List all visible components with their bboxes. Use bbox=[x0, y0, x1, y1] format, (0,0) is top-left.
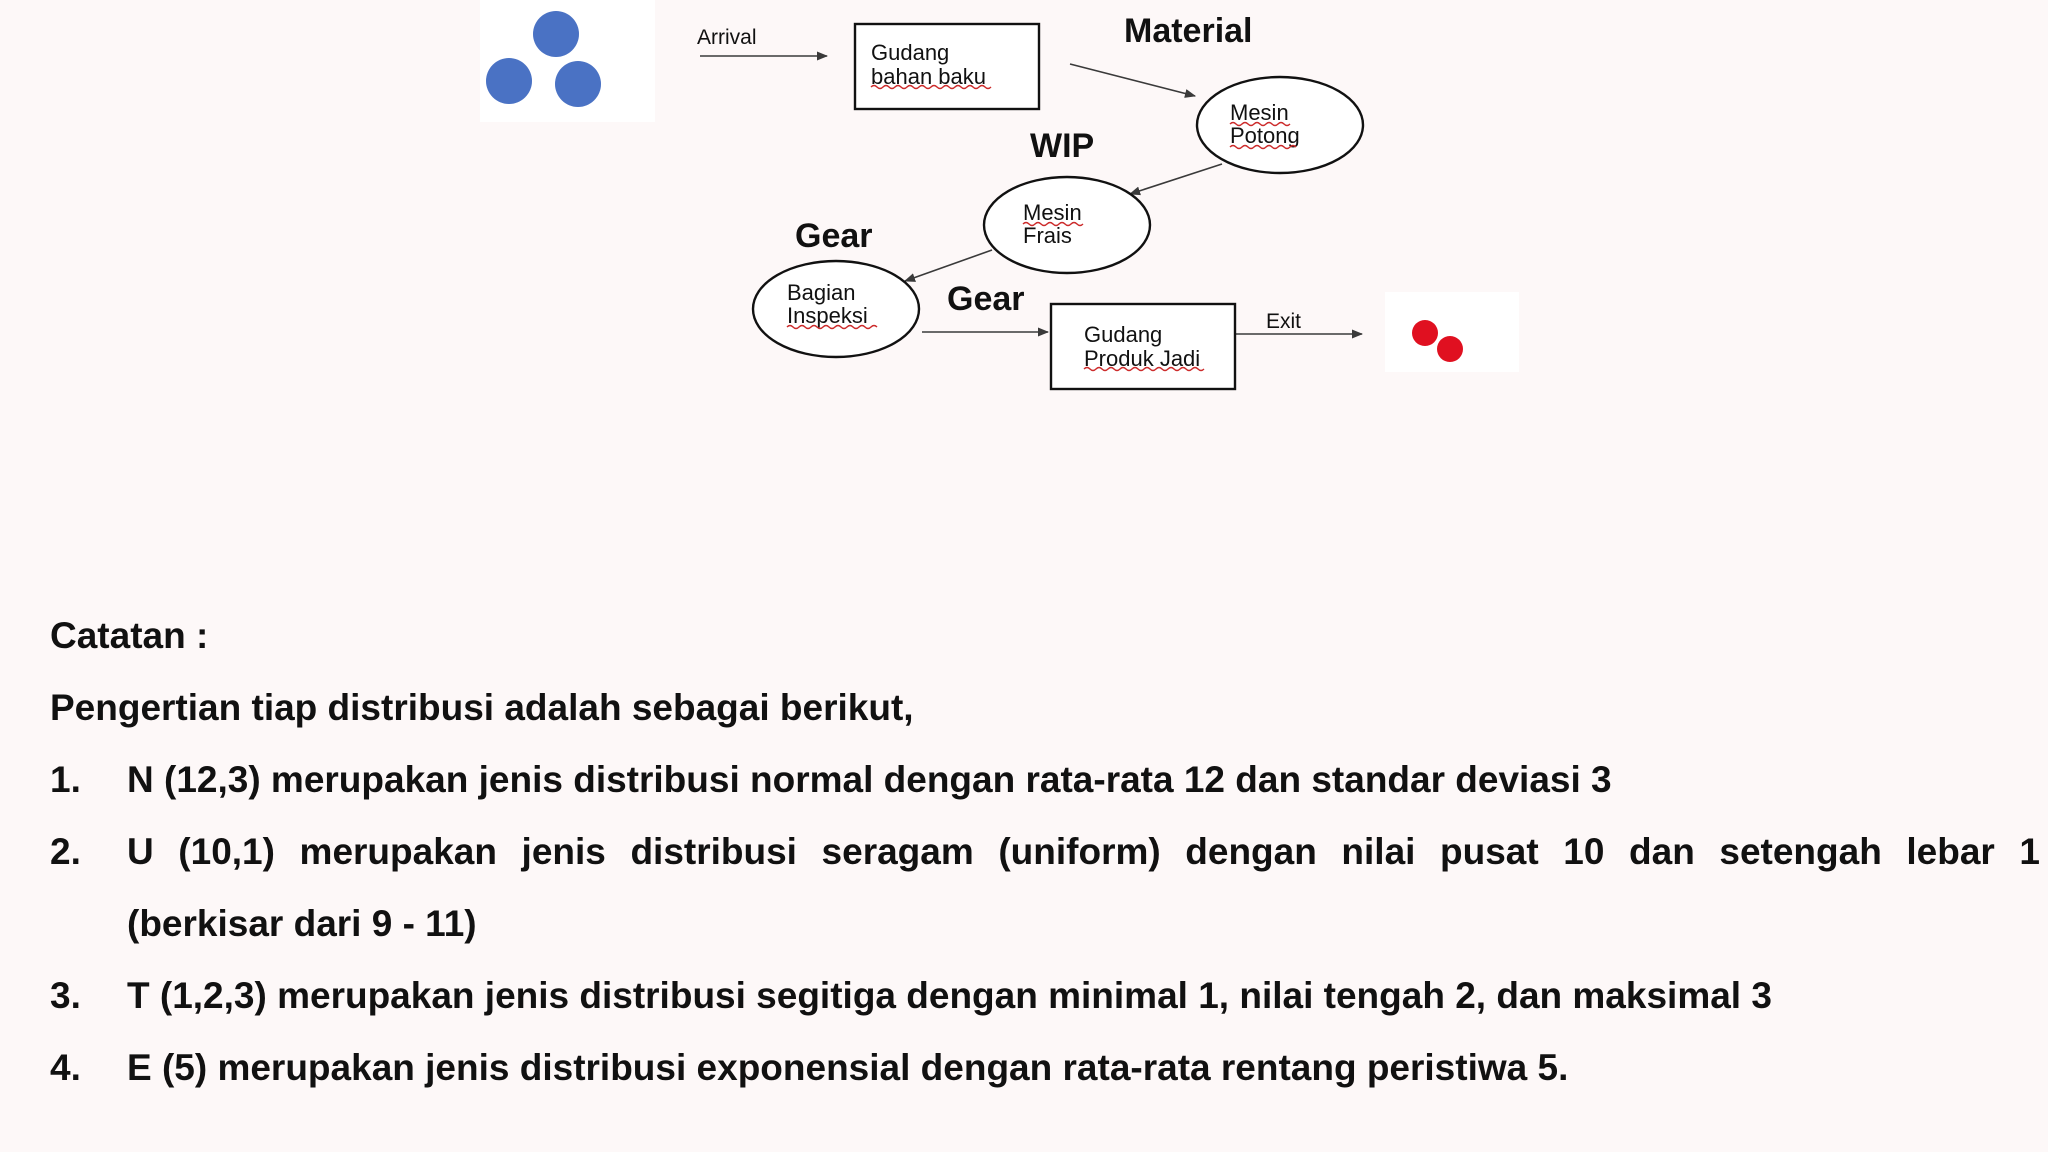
node-label-line: Potong bbox=[1230, 123, 1300, 148]
list-item: 1. N (12,3) merupakan jenis distribusi n… bbox=[50, 744, 2040, 816]
edge-frais-to-inspeksi bbox=[903, 249, 993, 282]
list-item-number: 1. bbox=[50, 759, 81, 800]
node-label-line: Gudang bbox=[871, 40, 949, 65]
exit-entities bbox=[1385, 292, 1519, 372]
list-item-number: 2. bbox=[50, 831, 81, 872]
node-mesin-potong: Mesin Potong bbox=[1195, 75, 1365, 175]
node-label-line: Gudang bbox=[1084, 322, 1162, 347]
node-label-line: Mesin bbox=[1230, 100, 1289, 125]
notes-section: Catatan : Pengertian tiap distribusi ada… bbox=[50, 600, 2040, 1104]
list-item-text: E (5) merupakan jenis distribusi exponen… bbox=[127, 1047, 1569, 1088]
node-label-line: Mesin bbox=[1023, 200, 1082, 225]
list-item: 2. U (10,1) merupakan jenis distribusi s… bbox=[50, 816, 2040, 888]
exit-entity-dot bbox=[1412, 320, 1438, 346]
node-label-line: Inspeksi bbox=[787, 303, 868, 328]
edge-label-exit: Exit bbox=[1266, 310, 1301, 333]
node-gudang-bahan-baku: Gudang bahan baku bbox=[853, 22, 1041, 111]
node-mesin-frais: Mesin Frais bbox=[982, 175, 1152, 275]
list-item-number: 4. bbox=[50, 1047, 81, 1088]
list-item-number: 3. bbox=[50, 975, 81, 1016]
flow-tag-wip: WIP bbox=[1030, 127, 1094, 165]
flow-diagram: Gudang bahan baku Mesin Potong Mesin Fra… bbox=[480, 0, 1519, 391]
arrival-entity-dot bbox=[555, 61, 601, 107]
node-label-line: Bagian bbox=[787, 280, 856, 305]
notes-intro: Pengertian tiap distribusi adalah sebaga… bbox=[50, 687, 914, 728]
list-item-text: U (10,1) merupakan jenis distribusi sera… bbox=[127, 831, 2040, 872]
edge-label-arrival: Arrival bbox=[697, 26, 757, 49]
node-bagian-inspeksi: Bagian Inspeksi bbox=[751, 259, 921, 359]
edge-gudang-to-potong bbox=[1069, 63, 1197, 98]
arrival-entities bbox=[480, 0, 655, 122]
list-item: 4. E (5) merupakan jenis distribusi expo… bbox=[50, 1032, 2040, 1104]
flow-tag-material: Material bbox=[1124, 12, 1253, 50]
node-label-line: bahan baku bbox=[871, 64, 986, 89]
edge-potong-to-frais bbox=[1128, 163, 1223, 196]
node-label-line: Produk Jadi bbox=[1084, 346, 1200, 371]
arrival-entity-dot bbox=[486, 58, 532, 104]
flow-tag-gear: Gear bbox=[947, 280, 1025, 318]
arrival-entity-dot bbox=[533, 11, 579, 57]
flow-tag-gear: Gear bbox=[795, 217, 873, 255]
notes-heading: Catatan : bbox=[50, 615, 209, 656]
node-gudang-produk-jadi: Gudang Produk Jadi bbox=[1049, 302, 1237, 391]
exit-entity-dot bbox=[1437, 336, 1463, 362]
list-item-text: T (1,2,3) merupakan jenis distribusi seg… bbox=[127, 975, 1772, 1016]
list-item-text: N (12,3) merupakan jenis distribusi norm… bbox=[127, 759, 1612, 800]
node-label-line: Frais bbox=[1023, 223, 1072, 248]
list-item: 3. T (1,2,3) merupakan jenis distribusi … bbox=[50, 960, 2040, 1032]
list-item-continuation: (berkisar dari 9 - 11) bbox=[127, 903, 477, 944]
